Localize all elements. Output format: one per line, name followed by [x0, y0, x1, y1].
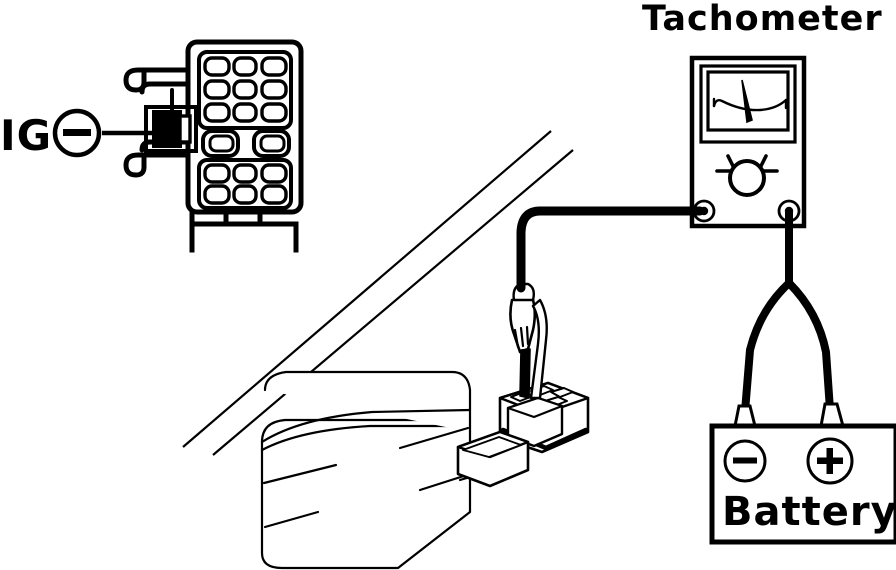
ig-polarity-minus-icon	[63, 129, 91, 136]
battery-terminal-negative[interactable]	[723, 439, 767, 483]
gauge-needle	[741, 79, 753, 124]
connector-ig-pin-highlighted[interactable]	[144, 105, 198, 153]
harness-connector	[123, 39, 304, 253]
battery-terminal-positive[interactable]	[806, 437, 854, 485]
connector-pins-middle	[201, 129, 291, 158]
rotary-selector-knob[interactable]	[715, 154, 779, 197]
battery-clamp-positive	[819, 402, 845, 428]
test-probe	[509, 282, 548, 400]
tachometer-label: Tachometer	[642, 0, 883, 39]
gauge-scale	[712, 97, 788, 112]
battery-clamp-negative	[733, 404, 757, 428]
background-diagonal-lines	[182, 130, 574, 456]
connector-pins-top	[203, 56, 288, 123]
ig-callout	[52, 108, 154, 158]
connector-pins-bottom	[203, 163, 288, 205]
engine-unit	[260, 370, 524, 570]
engine-connector-block	[456, 381, 590, 488]
battery	[709, 402, 896, 545]
wire-tach-power-to-battery	[740, 209, 835, 428]
ig-label: IG	[0, 111, 52, 160]
battery-label: Battery	[722, 489, 896, 535]
wire-tach-signal-to-probe	[516, 206, 705, 293]
tachometer	[689, 55, 807, 229]
